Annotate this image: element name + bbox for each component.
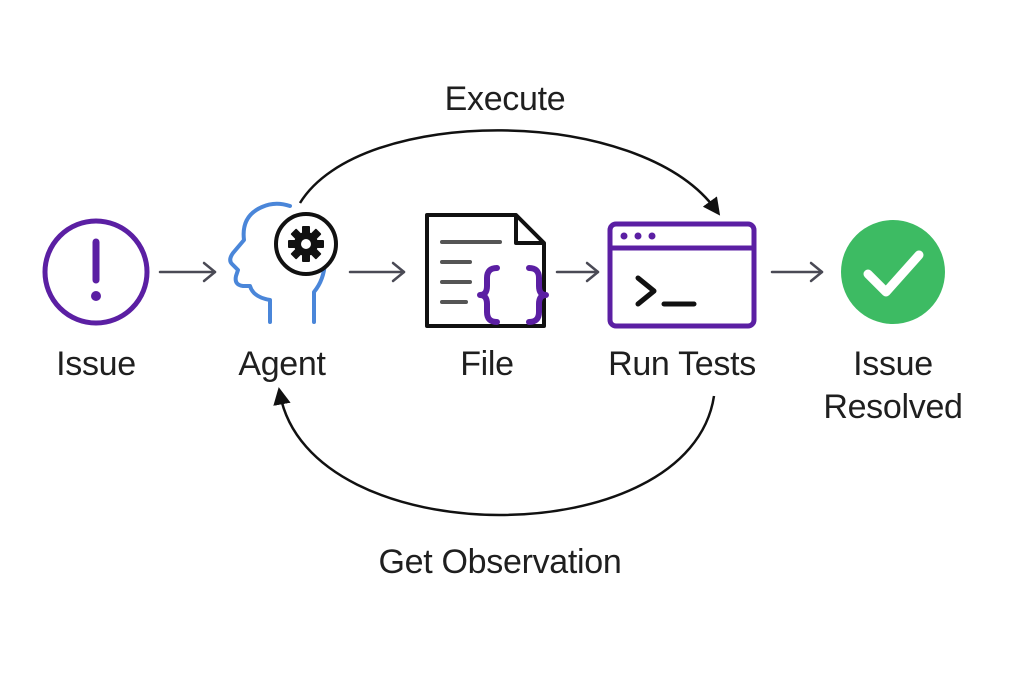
- get-observation-label: Get Observation: [378, 543, 622, 581]
- terminal-window-icon: [607, 221, 757, 329]
- arrow-file-to-run-tests: [555, 261, 600, 283]
- observation-arc: [273, 387, 716, 517]
- node-label-issue: Issue: [56, 345, 136, 383]
- node-label-issue-resolved: Issue Resolved: [823, 343, 963, 429]
- execute-arc: [298, 129, 721, 216]
- curly-braces-icon: [477, 265, 549, 325]
- head-with-gear-icon: [228, 201, 338, 324]
- execute-label: Execute: [444, 80, 566, 118]
- arrow-run-tests-to-resolved: [770, 261, 824, 283]
- check-circle-icon: [841, 220, 945, 324]
- node-label-issue-resolved-line2: Resolved: [823, 388, 963, 426]
- node-label-issue-resolved-line1: Issue: [853, 345, 933, 383]
- arrow-agent-to-file: [348, 261, 406, 283]
- exclamation-circle-icon: [42, 218, 150, 326]
- arrow-issue-to-agent: [158, 261, 217, 283]
- node-label-file: File: [460, 345, 514, 383]
- gear-icon: [274, 212, 338, 276]
- node-label-run-tests: Run Tests: [608, 345, 756, 383]
- code-file-icon: [425, 213, 549, 328]
- node-label-agent: Agent: [238, 345, 326, 383]
